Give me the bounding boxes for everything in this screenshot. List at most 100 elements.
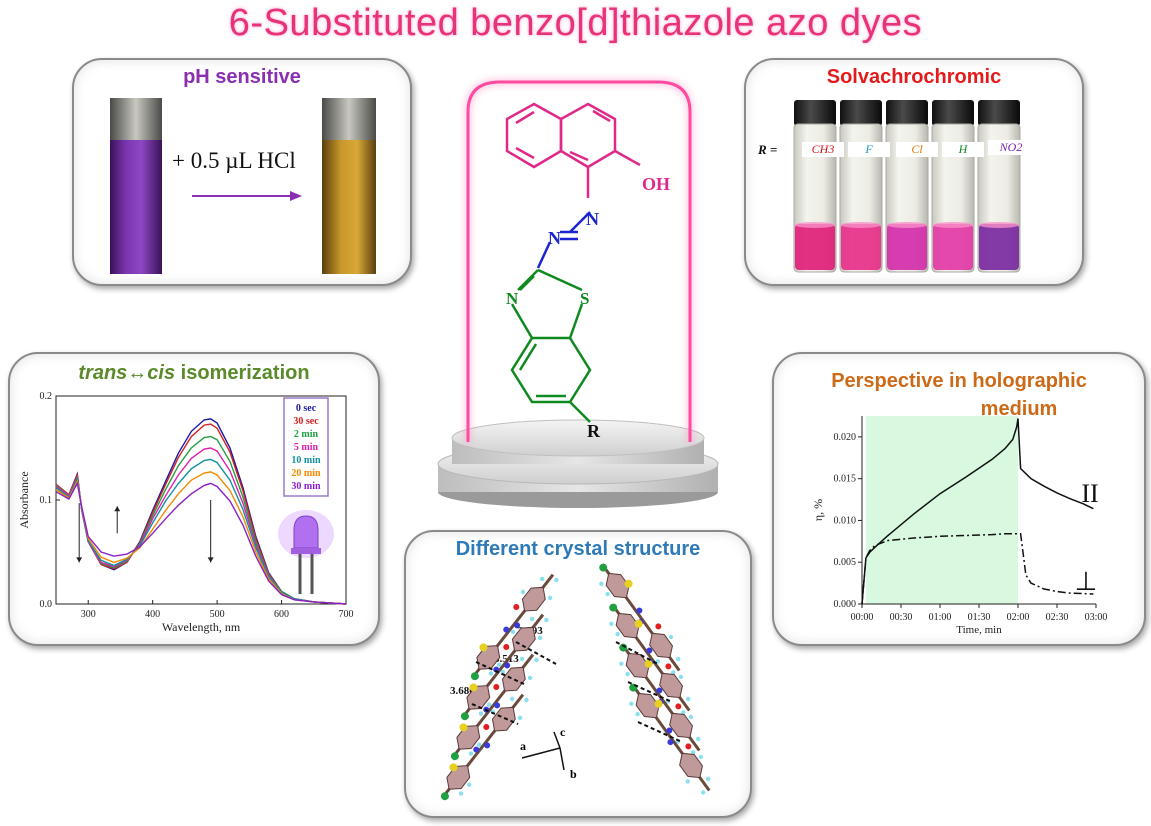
- stacking-contact: [475, 661, 525, 685]
- vial-cap: [886, 100, 928, 126]
- yellow-cuvette-top: [322, 98, 376, 142]
- led-bulb: [293, 515, 319, 549]
- hydrogen-atom: [534, 657, 539, 663]
- nitrogen-atom: [494, 702, 501, 709]
- x-axis-label: Wavelength, nm: [162, 620, 241, 634]
- x-tick-label: 01:00: [929, 612, 952, 623]
- hydrogen-atom: [468, 751, 474, 756]
- legend-entry: 30 sec: [293, 416, 319, 427]
- naphthalene-ring: [491, 706, 516, 732]
- nitrogen-atom: [636, 607, 643, 614]
- oxygen-atom: [503, 644, 510, 651]
- naphthalene-right-ring: [559, 102, 617, 169]
- hydrogen-atom: [547, 595, 553, 601]
- distance-label-3: 3.686: [450, 685, 475, 697]
- series-line: [861, 533, 1094, 605]
- molecule: [440, 693, 529, 801]
- y-axis-label: η, %: [811, 499, 825, 521]
- x-tick-label: 700: [339, 609, 354, 620]
- thiazole-s-label: S: [580, 289, 589, 308]
- hydrogen-atom: [519, 656, 525, 662]
- crystal-panel: Different crystal structure 3.293 3.513 …: [404, 530, 752, 818]
- y-tick-label: 0.1: [40, 495, 53, 506]
- hydrogen-atom: [496, 662, 502, 667]
- purple-cuvette-top: [110, 98, 162, 142]
- vial-cap: [978, 100, 1020, 126]
- axis-a: [521, 747, 561, 759]
- hydrogen-atom: [691, 750, 696, 755]
- stacking-contact: [471, 703, 519, 725]
- axis-b-label: b: [570, 767, 577, 781]
- hydrogen-atom: [619, 661, 624, 666]
- sulfur-atom: [479, 643, 488, 652]
- vial-meniscus: [795, 222, 835, 228]
- change-arrow-head: [76, 557, 83, 563]
- molecule: [450, 653, 539, 761]
- hydrogen-atom: [554, 577, 559, 583]
- vial-meniscus: [887, 222, 927, 228]
- r-label: R: [587, 421, 601, 441]
- holo-panel-title-line1: Perspective in holographic: [831, 370, 1087, 392]
- hydrogen-atom: [681, 710, 686, 715]
- oh-label: OH: [642, 174, 670, 194]
- molecule: [609, 603, 691, 715]
- purple-cuvette: [110, 140, 162, 274]
- legend-entry: 0 sec: [296, 403, 317, 414]
- ph-arrow-head: [290, 191, 302, 201]
- naphthalene-ring: [649, 632, 673, 659]
- hydrogen-atom: [701, 790, 706, 795]
- hydrogen-atom: [527, 675, 533, 681]
- hydrogen-atom: [686, 696, 691, 702]
- oxygen-atom: [513, 604, 520, 611]
- parallel-label: II: [1081, 479, 1098, 508]
- naphthalene-ring: [501, 666, 526, 692]
- nitrogen-atom: [504, 662, 511, 669]
- hydrogen-atom: [458, 791, 464, 796]
- vial-meniscus: [933, 222, 973, 228]
- oxygen-atom: [493, 684, 500, 691]
- hydrogen-atom: [544, 617, 549, 623]
- naphthalene-ring: [669, 712, 693, 739]
- x-tick-label: 500: [210, 609, 225, 620]
- x-tick-label: 02:00: [1007, 612, 1030, 623]
- ph-reagent-label: + 0.5 µL HCl: [172, 148, 296, 173]
- change-arrow-head: [207, 557, 214, 563]
- legend-entry: 30 min: [291, 481, 321, 492]
- label-cl: Cl: [896, 142, 938, 157]
- x-tick-label: 02:30: [1046, 612, 1069, 623]
- hydrogen-atom: [609, 621, 614, 626]
- nitrogen-atom: [667, 739, 674, 746]
- legend-entry: 5 min: [294, 442, 319, 453]
- x-tick-label: 01:30: [968, 612, 991, 623]
- hydrogen-atom: [685, 779, 691, 784]
- vial-cap: [794, 100, 836, 126]
- legend-entry: 20 min: [291, 468, 321, 479]
- axis-a-label: a: [520, 739, 526, 753]
- solva-panel: Solvachrochromic R = CH3 F Cl H NO2: [744, 58, 1084, 286]
- yellow-cuvette: [322, 140, 376, 274]
- glass-dome: [466, 80, 692, 442]
- hydrogen-atom: [529, 616, 535, 622]
- molecule: [629, 683, 711, 795]
- ph-panel: pH sensitive + 0.5 µL HCl: [72, 58, 412, 286]
- halogen-atom: [470, 672, 479, 681]
- y-tick-label: 0.015: [834, 474, 857, 485]
- naphthalene-ring: [659, 672, 683, 699]
- x-tick-label: 00:00: [851, 612, 874, 623]
- hydrogen-atom: [678, 674, 684, 680]
- oxygen-atom: [685, 743, 692, 750]
- y-axis-label: Absorbance: [17, 471, 31, 528]
- stacking-contact: [627, 681, 673, 703]
- nitrogen-atom: [503, 626, 510, 633]
- sulfur-atom: [644, 659, 653, 668]
- oxygen-atom: [655, 623, 662, 630]
- hydrogen-atom: [478, 711, 484, 716]
- r-equals-label: R =: [758, 142, 778, 157]
- vial-liquid: [887, 224, 927, 270]
- hydrogen-atom: [537, 635, 543, 641]
- axis-b: [559, 747, 565, 771]
- hydrogen-atom: [605, 591, 610, 597]
- y-tick-label: 0.010: [834, 515, 857, 526]
- benzothiazole-ring: [446, 765, 471, 790]
